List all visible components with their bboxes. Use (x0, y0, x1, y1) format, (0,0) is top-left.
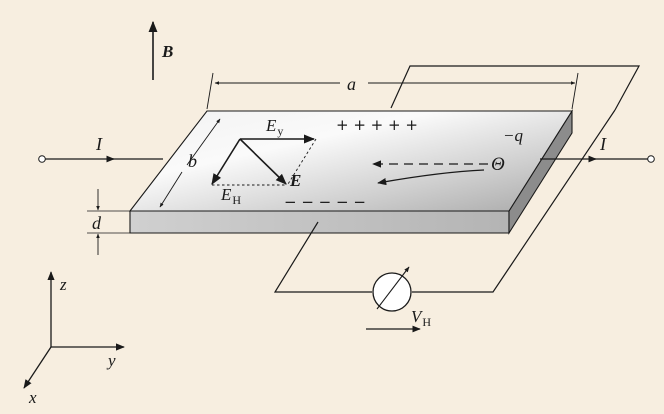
eh-vector (211, 138, 241, 185)
voltmeter-needle (376, 266, 410, 310)
current-right-label: I (599, 134, 607, 154)
positive-charges: + + + + + (336, 116, 418, 134)
slab-front-face (129, 210, 510, 234)
b-field-label: B (161, 42, 173, 61)
voltmeter (372, 272, 412, 312)
particle-symbol: Θ (491, 154, 505, 175)
axis-z-label: z (59, 275, 67, 294)
charge-label: −q (503, 126, 523, 145)
carrier-deflection-path (377, 169, 485, 186)
eh-label: EH (220, 185, 241, 207)
circuit-wire-back (390, 65, 641, 111)
dimension-a-right-tick (571, 72, 579, 110)
hall-voltage-label: VH (411, 307, 431, 329)
dimension-b-arrow-down (159, 171, 183, 208)
dimension-a-left-tick (206, 72, 214, 110)
terminal-left (38, 155, 46, 163)
current-left-label: I (95, 134, 103, 154)
ey-label: Ey (265, 116, 283, 138)
axis-y-label: y (106, 351, 116, 370)
circuit-wire-front-left (273, 221, 372, 293)
axis-x-label: x (28, 388, 37, 407)
e-vector-label: E (289, 171, 301, 190)
ey-dashed-guide (287, 138, 317, 185)
circuit-wire-front-right (412, 109, 616, 293)
negative-charges: − − − − − (284, 193, 366, 211)
e-vector (239, 138, 287, 185)
dimension-d-label: d (92, 213, 102, 233)
axis-x-arrow (23, 346, 52, 389)
slab-top-face (128, 110, 573, 212)
dimension-b-label: b (188, 151, 197, 171)
dimension-a-label: a (347, 74, 356, 94)
dimension-b-arrow-up (186, 118, 221, 166)
terminal-right (647, 155, 655, 163)
